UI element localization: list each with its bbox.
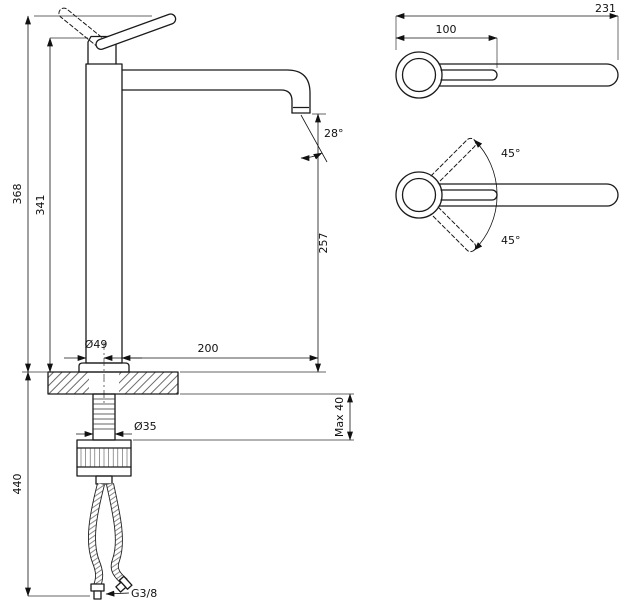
handle-swing-lower-dashed	[430, 206, 477, 253]
spout-top-view	[438, 63, 619, 87]
dim-handle-swing-lower: 45°	[501, 234, 521, 247]
dim-hose-length: 440	[11, 474, 24, 495]
dim-handle-length: 100	[436, 23, 457, 36]
leader-g38	[105, 590, 130, 597]
dim-hose-thread: G3/8	[131, 587, 157, 600]
top-view-b: 45° 45°	[395, 137, 619, 253]
handle-top-view	[440, 189, 498, 201]
supply-hose-left	[88, 483, 105, 588]
dim-base-diameter: Ø49	[85, 338, 108, 351]
dim-shaft-diameter: Ø35	[134, 420, 157, 433]
dim-height-total: 368	[11, 184, 24, 205]
dim-height-to-spout-base: 341	[34, 195, 47, 216]
mounting-shaft	[92, 393, 116, 441]
front-view: 368 341 440 257 Max 40 200 Ø49 Ø35 28° G…	[11, 7, 354, 600]
body-circle-inner	[401, 177, 437, 213]
spout-top-view	[438, 183, 619, 207]
dim-total-length: 231	[595, 2, 616, 15]
dim-max-deck-thickness: Max 40	[333, 397, 346, 437]
base-flange	[78, 362, 130, 373]
cartridge-housing	[87, 35, 117, 65]
body-circle-inner	[401, 57, 437, 93]
spout	[121, 69, 311, 114]
spout-angle-annotation	[300, 114, 328, 163]
dim-spout-reach: 200	[198, 342, 219, 355]
body-circle-outer	[395, 171, 443, 219]
dim-spout-angle: 28°	[324, 127, 344, 140]
hose-fitting-right	[115, 575, 133, 593]
top-view-dimensions: 231 100	[395, 2, 619, 68]
handle-lever	[95, 13, 177, 50]
faucet-body	[85, 63, 123, 364]
dim-handle-swing-upper: 45°	[501, 147, 521, 160]
countertop-section	[47, 371, 179, 395]
extension-lines	[22, 15, 354, 597]
handle-top-view	[440, 69, 498, 81]
dim-spout-height: 257	[317, 233, 330, 254]
hose-stub	[95, 475, 113, 485]
knurl-lines	[80, 448, 128, 467]
mounting-nut	[76, 439, 132, 485]
body-circle-outer	[395, 51, 443, 99]
extension-lines-top	[395, 16, 619, 68]
thread-lines	[93, 398, 115, 430]
handle-swing-arc	[473, 139, 498, 251]
hose-fitting-left	[90, 583, 105, 600]
supply-hose-right	[106, 483, 128, 586]
top-view-a	[395, 51, 619, 99]
handle-swing-upper-dashed	[430, 137, 477, 184]
